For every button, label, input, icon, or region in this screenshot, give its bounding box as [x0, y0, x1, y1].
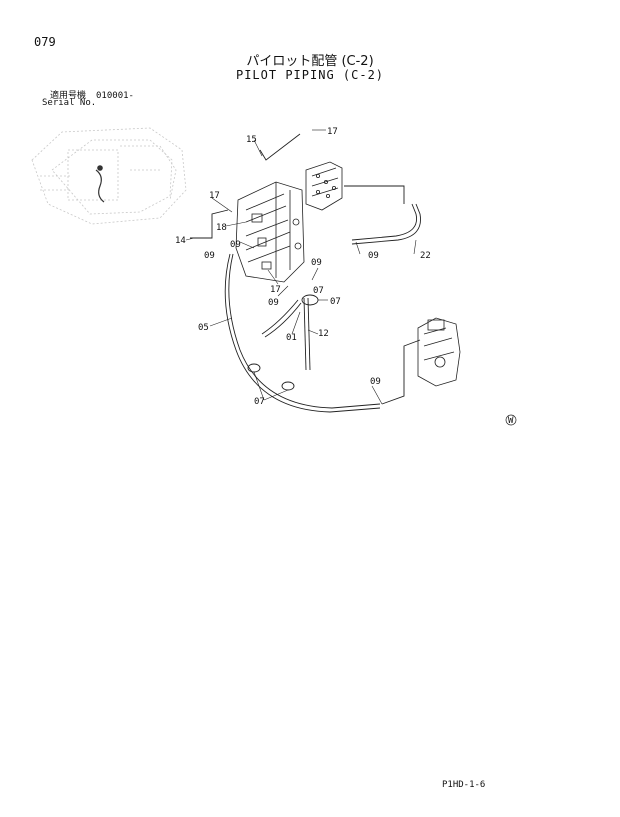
- callout-18: 18: [216, 223, 227, 233]
- control-valve-block: [235, 181, 305, 283]
- machine-locator-thumbnail: [31, 127, 187, 225]
- pilot-valve-assembly: [305, 161, 343, 211]
- callout-09: 09: [368, 251, 379, 261]
- callout-17: 17: [209, 191, 220, 201]
- o-rings: [247, 294, 319, 391]
- callout-09: 09: [230, 240, 241, 250]
- callout-22: 22: [420, 251, 431, 261]
- serial-label-english: Serial No.: [42, 98, 97, 108]
- callout-15: 15: [246, 135, 257, 145]
- callout-17: 17: [270, 285, 281, 295]
- callout-07: 07: [330, 297, 341, 307]
- callout-07: 07: [313, 286, 324, 296]
- callout-17: 17: [327, 127, 338, 137]
- serial-number-value: 010001-: [96, 91, 134, 101]
- callout-14: 14: [175, 236, 186, 246]
- pilot-hoses: [190, 133, 421, 413]
- page-number: 079: [34, 35, 56, 49]
- serial-label-text: 適用号機: [50, 91, 87, 101]
- w-watermark-icon: W: [505, 414, 517, 426]
- machine-pipe-highlight: [95, 165, 105, 203]
- page-title-english: PILOT PIPING (C-2): [235, 68, 385, 82]
- callout-01: 01: [286, 333, 297, 343]
- footer-code: P1HD-1-6: [442, 780, 486, 790]
- swing-motor-assembly: [417, 317, 461, 387]
- page-title-japanese: パイロット配管 (C-2): [246, 54, 374, 69]
- serial-label-japanese: 適用号機 010001-: [50, 88, 134, 101]
- callout-09: 09: [204, 251, 215, 261]
- callout-09: 09: [311, 258, 322, 268]
- leader-lines: [185, 129, 417, 405]
- callout-09: 09: [370, 377, 381, 387]
- callout-09: 09: [268, 298, 279, 308]
- watermark-letter: W: [508, 416, 514, 426]
- callout-07: 07: [254, 397, 265, 407]
- callout-05: 05: [198, 323, 209, 333]
- callout-labels: 15 17 17 18 14 09 09 09 17 09 07 07 05 0…: [175, 127, 431, 407]
- callout-12: 12: [318, 329, 329, 339]
